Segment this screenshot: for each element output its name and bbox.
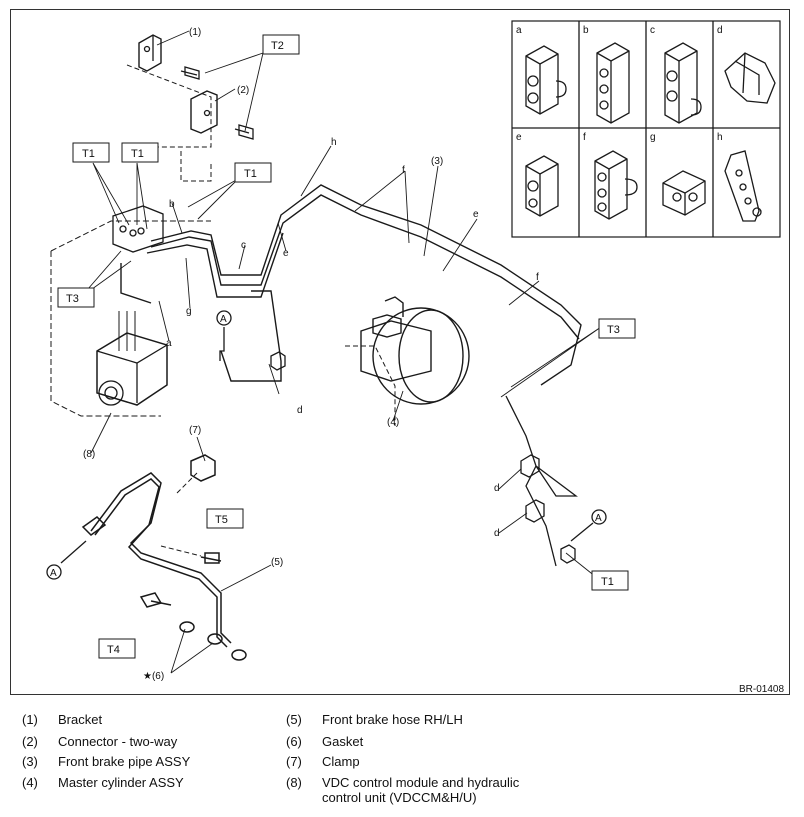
tag-t1-c: T1 bbox=[244, 168, 257, 180]
legend-num: (8) bbox=[286, 775, 302, 790]
legend-text: Front brake pipe ASSY bbox=[58, 754, 191, 769]
torque-tags: T2 T1 T1 T1 T3 T3 T5 T4 T1 bbox=[57, 34, 636, 659]
parts-legend: (1) Bracket (2) Connector - two-way (3) … bbox=[22, 712, 782, 812]
callout-5: (5) bbox=[271, 557, 283, 568]
clip-callout-d1: d bbox=[297, 405, 303, 416]
grid-label-d: d bbox=[717, 25, 723, 36]
legend-num: (3) bbox=[22, 754, 38, 769]
legend-num: (5) bbox=[286, 712, 302, 727]
legend-num: (7) bbox=[286, 754, 302, 769]
tag-t1-b: T1 bbox=[131, 148, 144, 160]
connector-a-hose: A bbox=[50, 568, 57, 579]
clip-b-illustration bbox=[596, 42, 630, 124]
tag-t3-right: T3 bbox=[607, 324, 620, 336]
legend-text: Master cylinder ASSY bbox=[58, 775, 184, 790]
tag-t4: T4 bbox=[107, 644, 120, 656]
callout-7: (7) bbox=[189, 425, 201, 436]
right-pipe-run bbox=[270, 351, 578, 567]
callout-gasket: ★(6) bbox=[143, 671, 164, 682]
callout-1: (1) bbox=[189, 27, 201, 38]
legend-num: (6) bbox=[286, 734, 302, 749]
legend-num: (4) bbox=[22, 775, 38, 790]
clip-h-illustration bbox=[724, 150, 762, 222]
clip-f-illustration bbox=[594, 150, 638, 220]
callout-8: (8) bbox=[83, 449, 95, 460]
legend-text: VDC control module and hydraulic control… bbox=[322, 775, 520, 805]
callout-4: (4) bbox=[387, 417, 399, 428]
legend-num: (2) bbox=[22, 734, 38, 749]
callout-3: (3) bbox=[431, 156, 443, 167]
clip-d-illustration bbox=[724, 52, 776, 104]
legend-text: Bracket bbox=[58, 712, 103, 727]
grid-label-e: e bbox=[516, 132, 522, 143]
grid-label-c: c bbox=[650, 25, 655, 36]
front-brake-hose bbox=[81, 454, 247, 661]
connector-markers: A A A bbox=[46, 310, 607, 580]
clip-callout-f2: f bbox=[536, 272, 539, 283]
grid-label-h: h bbox=[717, 132, 723, 143]
bracket-assembly bbox=[126, 34, 254, 182]
connector-a-right: A bbox=[595, 513, 602, 524]
clip-callouts: h f e f b c e g a d d d bbox=[166, 137, 539, 539]
tag-t2: T2 bbox=[271, 40, 284, 52]
diagram-frame: a b c d e f g h bbox=[10, 9, 790, 695]
vdc-hydraulic-unit bbox=[50, 205, 211, 417]
brake-system-diagram: a b c d e f g h bbox=[46, 20, 784, 695]
legend-text: Clamp bbox=[322, 754, 360, 769]
clip-callout-h: h bbox=[331, 137, 337, 148]
clip-callout-e1: e bbox=[473, 209, 479, 220]
clip-callout-b: b bbox=[169, 199, 175, 210]
clip-callout-d2: d bbox=[494, 483, 500, 494]
connector-a-left: A bbox=[220, 314, 227, 325]
clip-callout-c: c bbox=[241, 240, 246, 251]
part-callouts: (1) (2) (3) (4) (5) ★(6) (7) (8) bbox=[83, 27, 443, 682]
grid-label-f: f bbox=[583, 132, 586, 143]
tag-t1-d: T1 bbox=[601, 576, 614, 588]
legend-text: Gasket bbox=[322, 734, 364, 749]
grid-label-g: g bbox=[650, 132, 656, 143]
clip-callout-a: a bbox=[166, 338, 172, 349]
legend-num: (1) bbox=[22, 712, 38, 727]
clip-c-illustration bbox=[664, 42, 702, 124]
master-cylinder bbox=[345, 296, 470, 426]
clip-callout-f1: f bbox=[402, 165, 405, 176]
tag-t3-left: T3 bbox=[66, 293, 79, 305]
clip-reference-grid: a b c d e f g h bbox=[511, 20, 781, 238]
leader-lines bbox=[80, 30, 602, 674]
clip-e-illustration bbox=[525, 155, 559, 217]
legend-text: Front brake hose RH/LH bbox=[322, 712, 463, 727]
legend-text: Connector - two-way bbox=[58, 734, 178, 749]
callout-2: (2) bbox=[237, 85, 249, 96]
figure-id: BR-01408 bbox=[739, 684, 784, 695]
brake-pipes bbox=[120, 184, 582, 386]
grid-label-a: a bbox=[516, 25, 522, 36]
clip-a-illustration bbox=[525, 45, 567, 115]
tag-t5: T5 bbox=[215, 514, 228, 526]
tag-t1-a: T1 bbox=[82, 148, 95, 160]
clip-callout-d3: d bbox=[494, 528, 500, 539]
clip-callout-e2: e bbox=[283, 248, 289, 259]
clip-callout-g: g bbox=[186, 306, 192, 317]
clip-g-illustration bbox=[662, 170, 706, 216]
grid-label-b: b bbox=[583, 25, 589, 36]
